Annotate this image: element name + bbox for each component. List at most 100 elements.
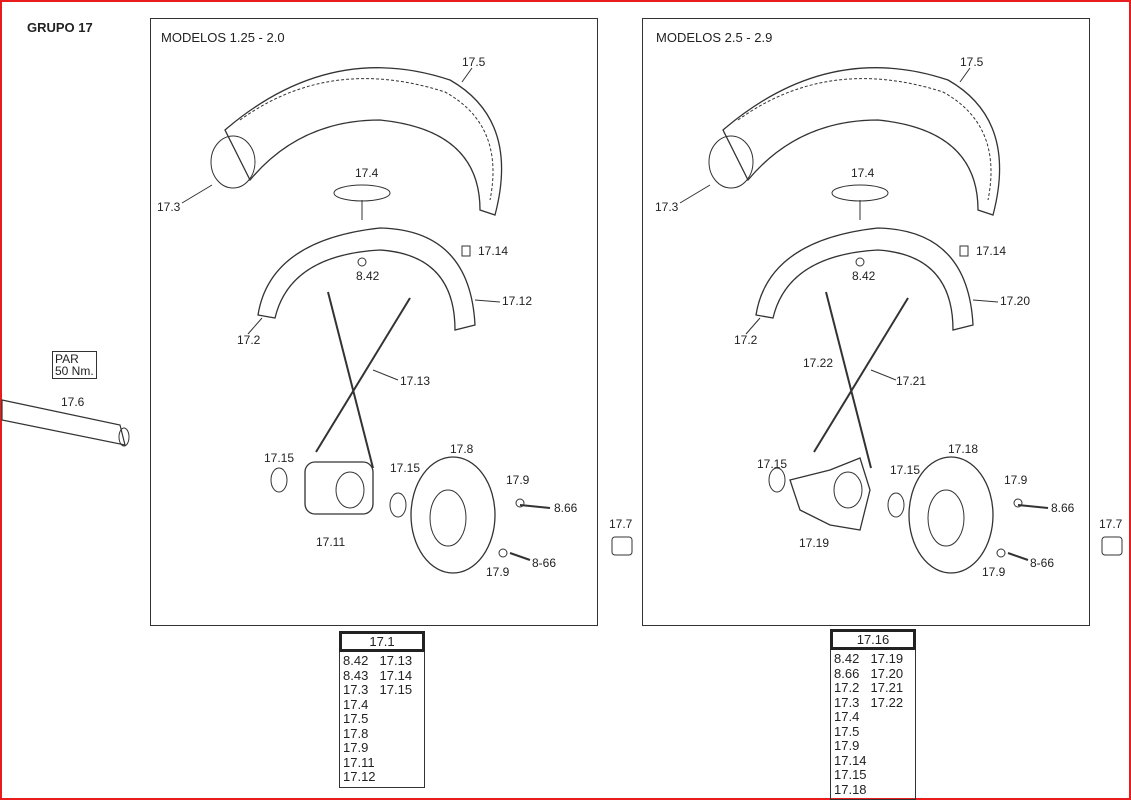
part-label: 17.12: [502, 294, 533, 308]
kit-part-number: 17.4: [343, 696, 369, 712]
bolt-shape: [1017, 504, 1049, 509]
torque-value: 50 Nm.: [55, 364, 94, 378]
part-label: 17.15: [264, 451, 295, 465]
brake-disc: [410, 456, 496, 574]
leader-line: [461, 67, 473, 83]
leader-line: [372, 369, 399, 381]
part-label: 17.9: [1004, 473, 1028, 487]
kit-part-number: 17.8: [343, 725, 369, 741]
bolt-shape: [509, 552, 531, 561]
disc-center: [927, 489, 965, 547]
part-label: 17.3: [655, 200, 679, 214]
kit-part-number: 17.5: [343, 711, 369, 726]
spoke: [327, 291, 374, 469]
rim-shape: [257, 227, 476, 331]
bushing-shape: [1101, 536, 1123, 556]
nut-shape: [1013, 498, 1023, 508]
rim-strap: [333, 184, 391, 202]
kit-part-number: 17.15: [379, 682, 413, 697]
torque-label: PAR: [55, 352, 79, 366]
leader-line: [181, 184, 213, 204]
kit-part-number: 17.14: [379, 667, 413, 683]
nut-shape: [996, 548, 1006, 558]
tire-tread: [239, 78, 494, 201]
kit-part-number: 17.19: [870, 651, 904, 666]
hub-shape: [304, 461, 374, 515]
part-label: 17.3: [157, 200, 181, 214]
leader-line: [745, 317, 761, 335]
model-title: MODELOS 2.5 - 2.9: [656, 30, 773, 45]
kit-code: 17.1: [339, 631, 425, 652]
tire-opening: [210, 135, 256, 189]
disc-center: [429, 489, 467, 547]
leader-line: [959, 67, 971, 83]
hub-bore: [833, 471, 863, 509]
kit-part-number: 8.42: [343, 653, 369, 668]
bearing-shape: [768, 467, 786, 493]
nut-shape: [515, 498, 525, 508]
part-label: 17.19: [799, 536, 830, 550]
part-label: 17.15: [890, 463, 921, 477]
kit-part-number: 8.43: [343, 667, 369, 683]
spoke: [315, 297, 411, 453]
part-label: 17.4: [851, 166, 875, 180]
bearing-shape: [887, 492, 905, 518]
part-label: 17.7: [1099, 517, 1123, 531]
part-label: 17.4: [355, 166, 379, 180]
part-label: 17.14: [976, 244, 1007, 258]
group-title: GRUPO 17: [27, 20, 93, 35]
kit-part-number: 17.11: [343, 754, 375, 770]
left-diagram-panel: [150, 18, 598, 626]
kit-part-number: 17.15: [834, 767, 867, 782]
part-label: 8-66: [1030, 556, 1055, 570]
part-label: 17.5: [960, 55, 984, 69]
kit-part-number: 17.20: [870, 665, 904, 681]
hub-bore: [335, 471, 365, 509]
kit-code: 17.16: [830, 629, 916, 650]
kit-part-number: 17.9: [834, 738, 860, 753]
leader-line: [679, 184, 711, 204]
part-label: 17.22: [803, 356, 834, 370]
bushing-shape: [611, 536, 633, 556]
tire-opening: [708, 135, 754, 189]
kit-part-number: 17.3: [834, 694, 860, 710]
model-title: MODELOS 1.25 - 2.0: [161, 30, 285, 45]
kit-part-number: 17.5: [834, 723, 860, 739]
part-label: 17.9: [506, 473, 530, 487]
kit-part-number: 17.21: [870, 680, 904, 695]
brake-disc: [908, 456, 994, 574]
tire-tread: [737, 78, 992, 201]
bearing-shape: [389, 492, 407, 518]
tire-shape: [224, 67, 503, 216]
part-label: 8.66: [1051, 501, 1075, 515]
spoke: [825, 291, 872, 469]
kit-part-number: 17.14: [834, 752, 867, 768]
nut-shape: [498, 548, 508, 558]
part-label: 17.20: [1000, 294, 1031, 308]
part-label: 8.42: [356, 269, 380, 283]
right-diagram-panel: [642, 18, 1090, 626]
tire-shape: [722, 67, 1001, 216]
axle-end: [118, 427, 130, 447]
kit-part-number: 17.3: [343, 682, 369, 697]
part-label: 17.13: [400, 374, 431, 388]
kit-part-number: 17.9: [343, 740, 369, 755]
hub-shape: [789, 457, 871, 531]
part-label: 8.66: [554, 501, 578, 515]
part-label: 8.42: [852, 269, 876, 283]
part-label: 17.15: [390, 461, 421, 475]
rim-strap: [831, 184, 889, 202]
part-label: 17.9: [486, 565, 510, 579]
axle-shape: [1, 399, 126, 446]
part-label: 17.2: [734, 333, 758, 347]
part-label: 17.5: [462, 55, 486, 69]
part-label: 17.21: [896, 374, 927, 388]
